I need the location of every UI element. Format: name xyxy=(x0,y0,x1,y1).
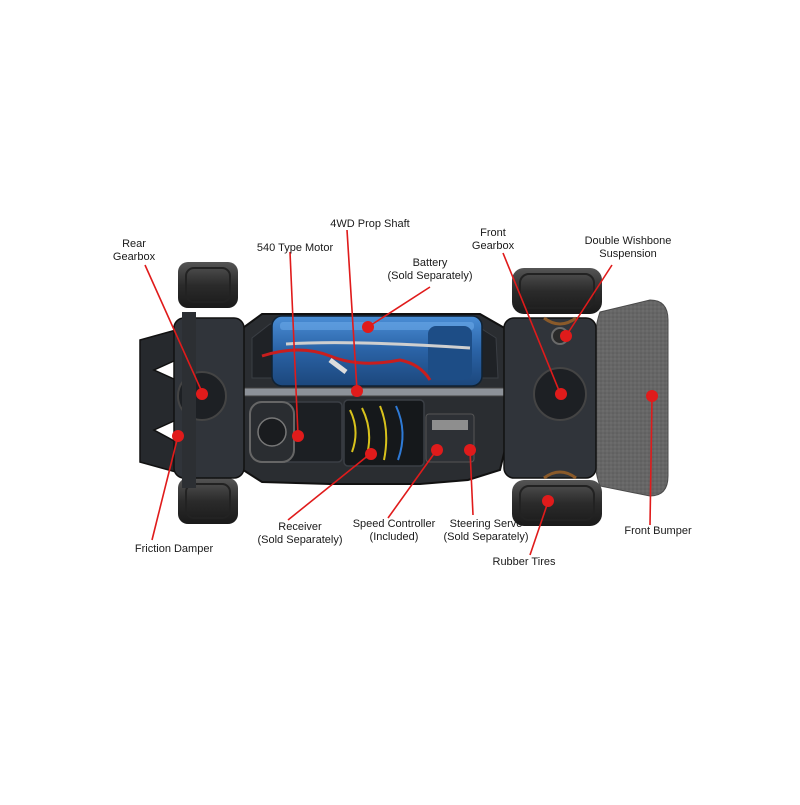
callout-dots xyxy=(172,321,658,507)
label-friction-damper: Friction Damper xyxy=(134,543,214,555)
label-front-bumper: Front Bumper xyxy=(624,525,692,537)
dot-friction-damper xyxy=(172,430,184,442)
dot-suspension xyxy=(560,330,572,342)
dot-rear-gearbox xyxy=(196,388,208,400)
label-motor: 540 Type Motor xyxy=(256,242,334,254)
label-battery: Battery(Sold Separately) xyxy=(387,257,473,282)
battery-pack xyxy=(271,315,483,387)
rear-assembly xyxy=(139,312,245,488)
label-rubber-tires: Rubber Tires xyxy=(492,556,556,568)
rear-bottom-tire xyxy=(178,478,238,524)
front-top-tire xyxy=(512,268,602,314)
dot-battery xyxy=(362,321,374,333)
dot-rubber-tires xyxy=(542,495,554,507)
dot-motor xyxy=(292,430,304,442)
rear-top-tire xyxy=(178,262,238,308)
label-prop-shaft: 4WD Prop Shaft xyxy=(330,218,410,230)
dot-speed-controller xyxy=(431,444,443,456)
label-speed-controller: Speed Controller(Included) xyxy=(352,518,436,543)
dot-front-gearbox xyxy=(555,388,567,400)
front-bottom-tire xyxy=(512,480,602,526)
prop-shaft-shape xyxy=(219,387,541,397)
dot-front-bumper xyxy=(646,390,658,402)
motor-shape xyxy=(249,401,295,463)
label-steering-servo: Steering Servo(Sold Separately) xyxy=(443,518,529,543)
dot-receiver xyxy=(365,448,377,460)
front-assembly xyxy=(503,316,597,480)
callout-lines xyxy=(144,229,653,556)
dot-prop-shaft xyxy=(351,385,363,397)
dot-steering-servo xyxy=(464,444,476,456)
label-receiver: Receiver(Sold Separately) xyxy=(257,521,343,546)
speed-controller-box xyxy=(343,399,425,467)
